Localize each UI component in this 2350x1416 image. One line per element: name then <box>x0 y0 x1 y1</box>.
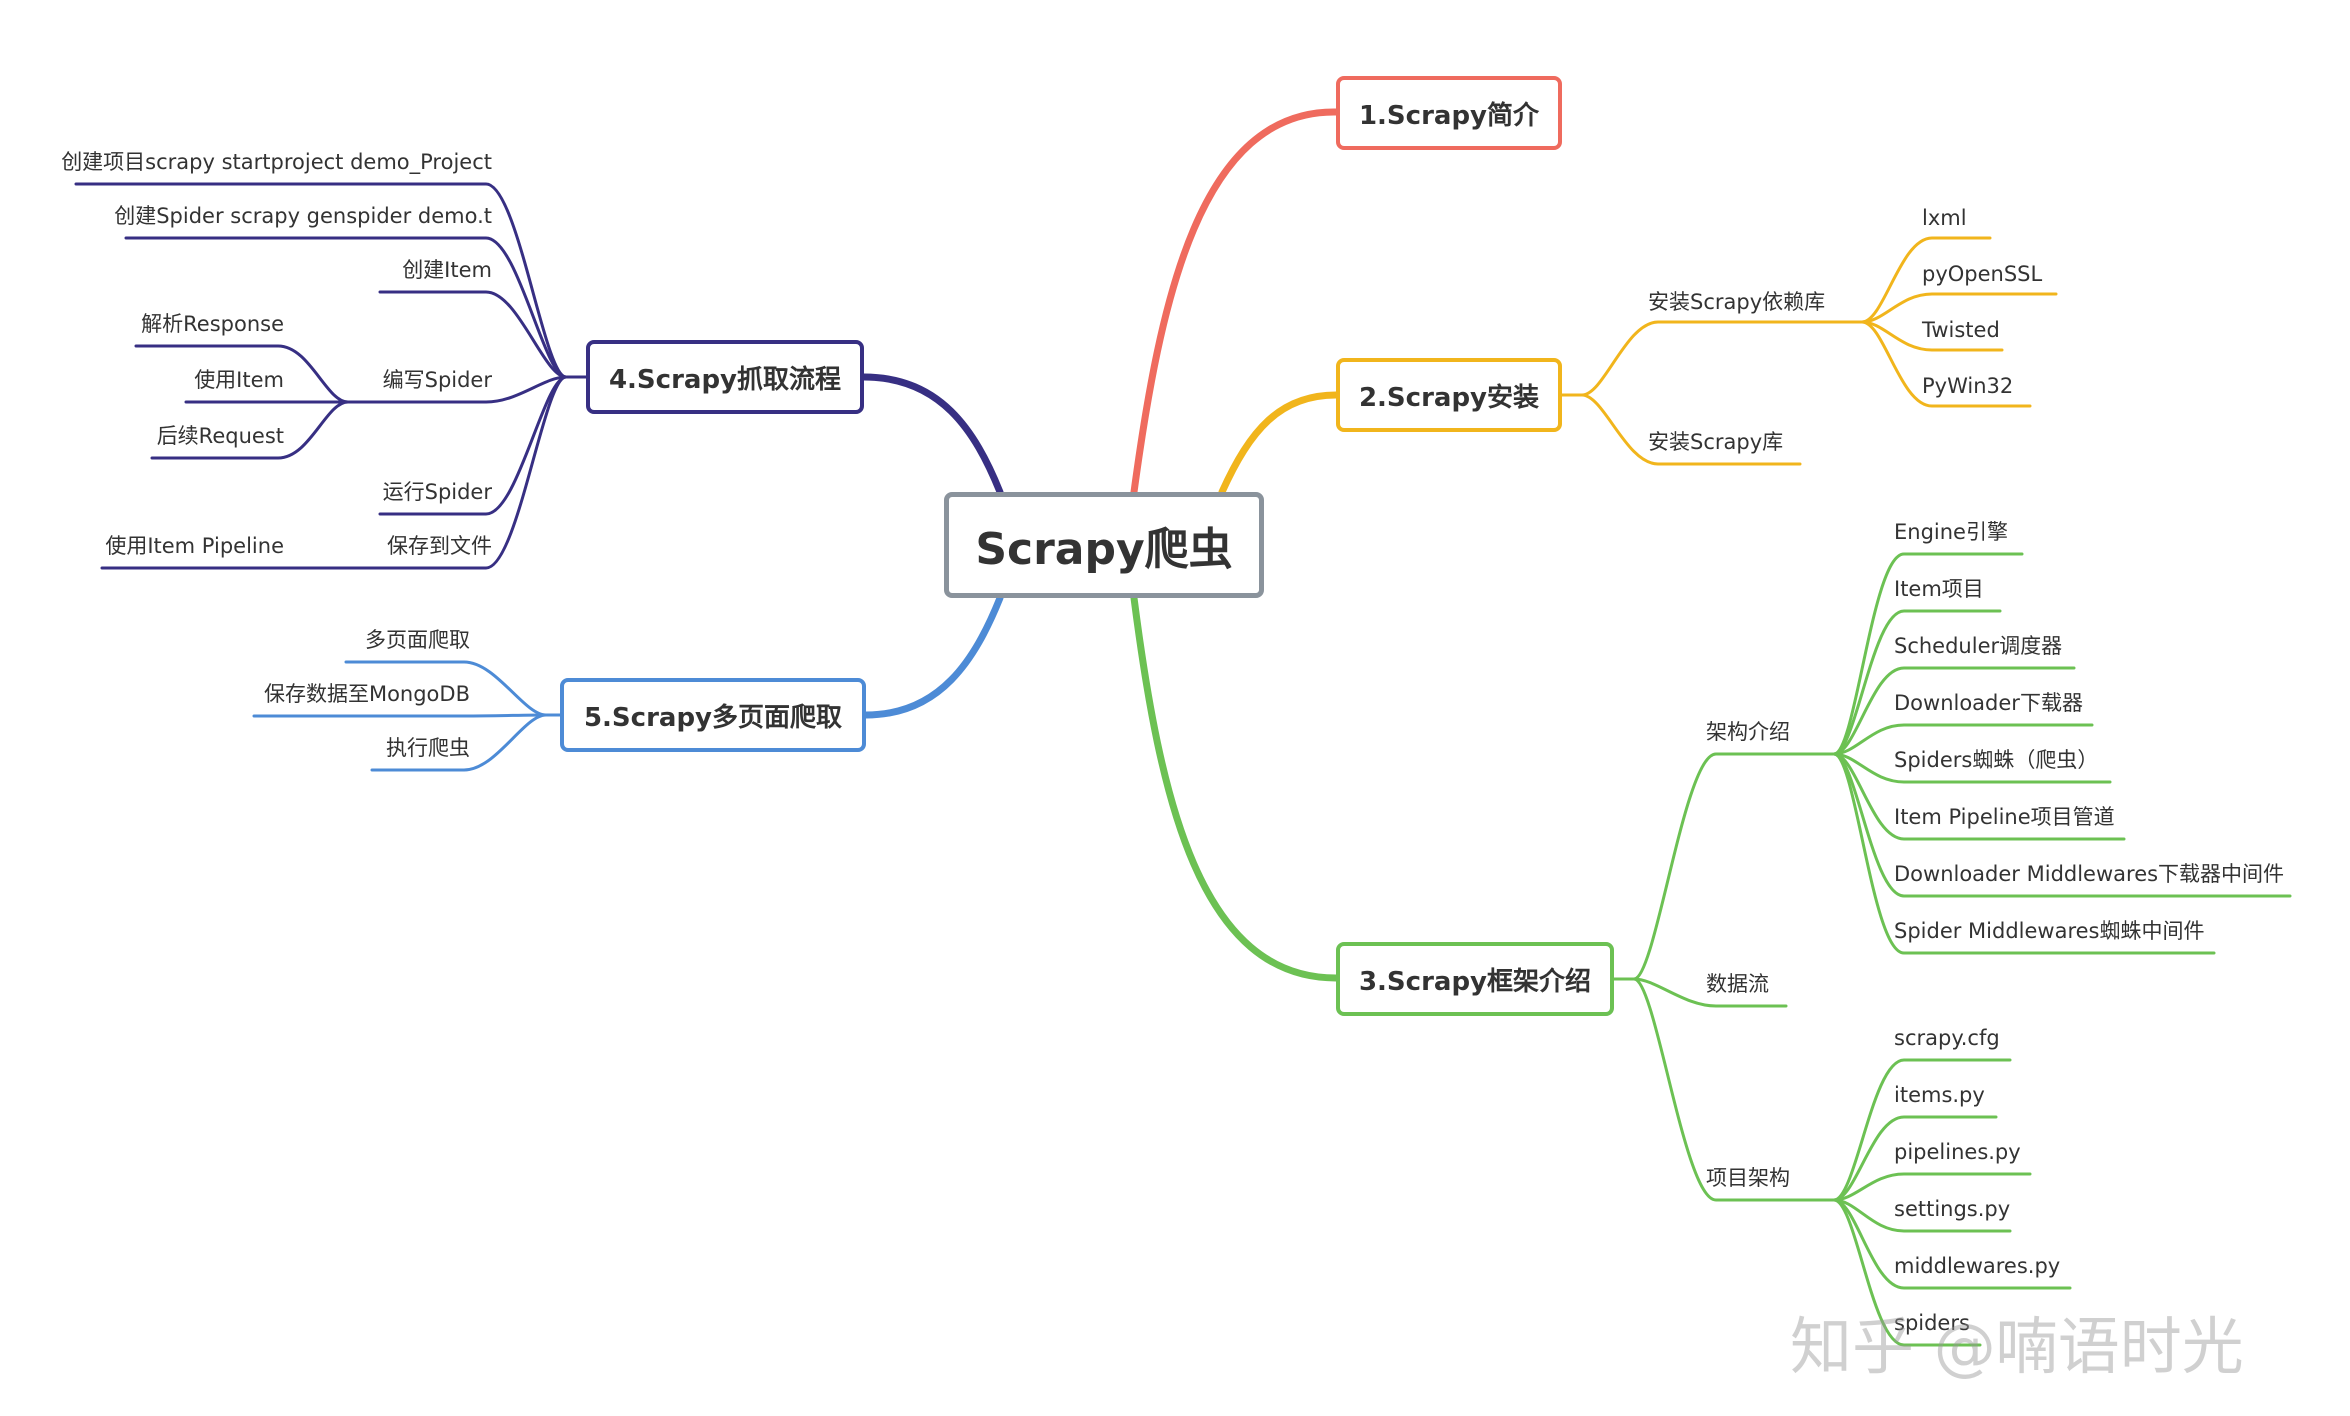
topic-scrapy-crawl-flow[interactable]: 4.Scrapy抓取流程 <box>586 340 864 414</box>
central-topic[interactable]: Scrapy爬虫 <box>944 492 1264 598</box>
b4-child-3 <box>354 375 568 404</box>
link-central-b5 <box>862 594 1004 719</box>
b4-child-2 <box>378 290 568 379</box>
b2-deps-child-3 <box>1860 320 2032 408</box>
multipage-crawl[interactable]: 多页面爬取 <box>365 628 470 652</box>
framework-arch-node[interactable]: 架构介绍 <box>1706 720 1790 744</box>
link-central-b4 <box>860 373 1004 496</box>
write-next-request[interactable]: 后续Request <box>156 424 284 448</box>
arch-spiders[interactable]: Spiders蜘蛛（爬虫） <box>1894 748 2099 772</box>
b5-child-2 <box>370 713 548 772</box>
flow-create-project[interactable]: 创建项目scrapy startproject demo_Project <box>61 150 492 174</box>
flow-create-item[interactable]: 创建Item <box>402 258 492 282</box>
b3-arch-child-7 <box>1832 752 2216 955</box>
flow-create-spider[interactable]: 创建Spider scrapy genspider demo.t <box>114 204 492 228</box>
save-item-pipeline[interactable]: 使用Item Pipeline <box>105 534 284 558</box>
watermark: 知乎 @喃语时光 <box>1790 1310 2244 1383</box>
dep-pyopenssl[interactable]: pyOpenSSL <box>1922 262 2043 286</box>
link-central-b1 <box>1130 108 1340 496</box>
b3-arch-child-2 <box>1832 666 2076 756</box>
b2-deps-child-0 <box>1860 236 1992 324</box>
arch-item[interactable]: Item项目 <box>1894 577 1984 601</box>
proj-scrapy-cfg[interactable]: scrapy.cfg <box>1894 1026 2000 1050</box>
multipage-save-mongodb[interactable]: 保存数据至MongoDB <box>263 682 470 706</box>
b4-write-child-0 <box>134 344 350 404</box>
flow-write-spider[interactable]: 编写Spider <box>382 368 492 392</box>
b3-proj-child-3 <box>1832 1198 2012 1233</box>
b4-child-1 <box>124 236 568 379</box>
arch-downloader[interactable]: Downloader下载器 <box>1894 691 2083 715</box>
arch-item-pipeline[interactable]: Item Pipeline项目管道 <box>1894 805 2115 829</box>
topic-scrapy-multipage[interactable]: 5.Scrapy多页面爬取 <box>560 678 866 752</box>
b3-proj-child-2 <box>1832 1172 2032 1202</box>
b5-child-0 <box>344 660 548 717</box>
b2-deps-child-2 <box>1860 320 2004 352</box>
dep-lxml[interactable]: lxml <box>1922 206 1967 230</box>
proj-settings-py[interactable]: settings.py <box>1894 1197 2011 1221</box>
write-use-item[interactable]: 使用Item <box>194 368 284 392</box>
framework-dataflow-node[interactable]: 数据流 <box>1706 972 1769 996</box>
b3-proj-child-0 <box>1832 1058 2012 1202</box>
topic-scrapy-install[interactable]: 2.Scrapy安装 <box>1336 358 1562 432</box>
b2-child-0 <box>1580 320 1856 397</box>
framework-project-node[interactable]: 项目架构 <box>1706 1166 1790 1190</box>
proj-items-py[interactable]: items.py <box>1894 1083 1985 1107</box>
b3-proj-child-1 <box>1832 1115 1998 1202</box>
b3-proj-child-5 <box>1832 1198 1982 1347</box>
b3-arch-child-3 <box>1832 723 2094 756</box>
b3-arch-child-4 <box>1832 752 2112 784</box>
install-lib-node[interactable]: 安装Scrapy库 <box>1648 430 1784 454</box>
b3-arch-child-0 <box>1832 552 2024 756</box>
multipage-run-crawler[interactable]: 执行爬虫 <box>386 736 470 760</box>
arch-spider-middlewares[interactable]: Spider Middlewares蜘蛛中间件 <box>1894 919 2205 943</box>
b5-child-1 <box>252 713 548 718</box>
b3-child-2 <box>1632 977 1828 1202</box>
topic-scrapy-framework[interactable]: 3.Scrapy框架介绍 <box>1336 942 1614 1016</box>
arch-scheduler[interactable]: Scheduler调度器 <box>1894 634 2063 658</box>
b2-child-1 <box>1580 393 1802 466</box>
proj-spiders[interactable]: spiders <box>1894 1311 1970 1335</box>
proj-pipelines-py[interactable]: pipelines.py <box>1894 1140 2021 1164</box>
b2-deps-child-1 <box>1860 292 2058 324</box>
b3-arch-child-1 <box>1832 609 2002 756</box>
write-parse-response[interactable]: 解析Response <box>141 312 284 336</box>
dep-twisted[interactable]: Twisted <box>1922 318 2000 342</box>
topic-scrapy-intro[interactable]: 1.Scrapy简介 <box>1336 76 1562 150</box>
dep-pywin32[interactable]: PyWin32 <box>1922 374 2014 398</box>
proj-middlewares-py[interactable]: middlewares.py <box>1894 1254 2061 1278</box>
b3-child-0 <box>1632 752 1828 981</box>
arch-downloader-middlewares[interactable]: Downloader Middlewares下载器中间件 <box>1894 862 2285 886</box>
b4-child-0 <box>74 182 568 379</box>
b4-child-5 <box>294 375 568 570</box>
link-central-b3 <box>1130 594 1340 982</box>
install-deps-node[interactable]: 安装Scrapy依赖库 <box>1648 290 1826 314</box>
link-central-b2 <box>1218 391 1340 496</box>
b3-child-1 <box>1632 977 1788 1008</box>
arch-engine[interactable]: Engine引擎 <box>1894 520 2008 544</box>
b4-write-child-2 <box>150 400 350 460</box>
flow-run-spider[interactable]: 运行Spider <box>382 480 492 504</box>
flow-save-file[interactable]: 保存到文件 <box>387 534 492 558</box>
